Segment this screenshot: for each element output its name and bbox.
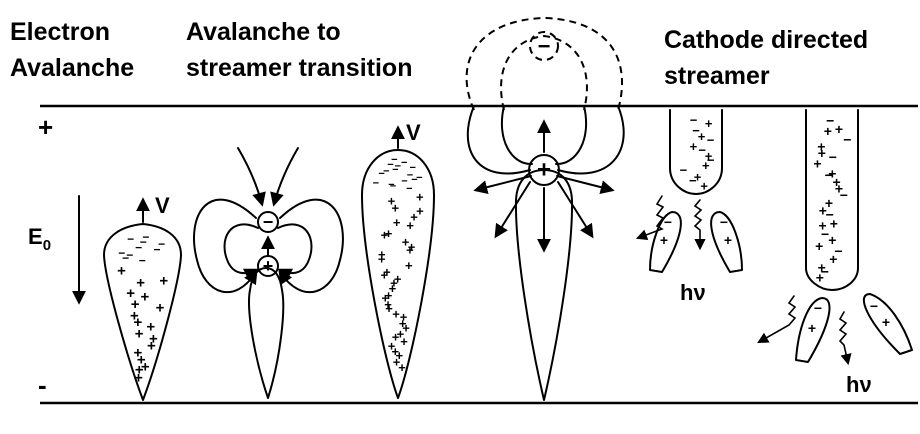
header-cathode-directed: Cathode directed [664, 26, 868, 54]
long-channel-charge-charge: − [843, 131, 851, 147]
transition-positive-charge: + [263, 256, 274, 276]
cathode-sign: - [38, 370, 47, 400]
field-line-top-right [274, 148, 298, 204]
header-streamer-transition: streamer transition [186, 54, 412, 82]
solid-field-right-inner [556, 106, 586, 164]
streamer-velocity-label: V [406, 120, 421, 145]
branch-avalanche-charge: − [720, 214, 728, 230]
e0-field-group: E0 [28, 196, 79, 302]
short-channel-charge-charge: − [680, 162, 688, 177]
avalanche-velocity-label: V [155, 193, 170, 218]
short-photon-down [695, 200, 701, 248]
long-channel-charge-charge: + [815, 238, 823, 254]
long-channel-charge-charge: + [824, 123, 832, 139]
long-photon-left [759, 296, 795, 342]
branch-avalanche-charge: + [808, 320, 816, 336]
streamer-electron-charge: − [378, 168, 384, 180]
transition-figure: − + [194, 148, 343, 398]
anode-positive-charge: + [537, 157, 551, 184]
streamer-ion-charge: + [398, 360, 406, 375]
short-channel-charge-charge: + [705, 116, 713, 131]
streamer-electron-charge: − [373, 177, 379, 189]
dashed-negative-charge: − [538, 34, 551, 59]
long-channel-charge-charge: + [813, 156, 821, 172]
long-photon-down [840, 312, 848, 363]
field-line-top-left [238, 148, 262, 204]
e0-label: E0 [28, 224, 51, 254]
header-streamer: streamer [664, 62, 770, 90]
anode-streamer-figure: − + [467, 18, 624, 400]
branch-avalanche-charge: + [724, 232, 732, 248]
streamer-electron-charge: − [392, 164, 398, 176]
streamer-electron-charge: − [406, 183, 412, 195]
long-photon-label: hν [846, 372, 872, 397]
short-channel-charge-charge: + [700, 179, 708, 194]
avalanche-ion-charge: + [147, 337, 156, 354]
streamer-ion-charge: + [381, 268, 389, 283]
streamer-ion-charge: + [405, 258, 413, 273]
streamer-ion-charge: + [392, 200, 400, 215]
header-electron: Electron [10, 18, 110, 46]
avalanche-ion-charge: + [134, 370, 143, 387]
streamer-ion-charge: + [393, 215, 401, 230]
long-channel-charge-charge: − [829, 149, 837, 165]
avalanche-electron-charge: − [127, 232, 134, 246]
branch-avalanche-charge: − [814, 300, 822, 316]
transition-body [249, 268, 283, 398]
long-channel-charge-charge: + [835, 121, 843, 137]
long-channel-charge-charge: + [816, 270, 824, 286]
avalanche-ion-charge: + [135, 326, 144, 343]
streamer-ion-charge: + [381, 227, 389, 242]
short-channel-charge-charge: − [689, 173, 697, 188]
avalanche-ion-charge: + [141, 289, 150, 306]
branch-avalanche-charge: + [660, 232, 668, 248]
streamer-electron-charge: − [401, 157, 407, 169]
field-line-left-inner [225, 224, 258, 273]
short-channel-charge-charge: + [702, 158, 710, 173]
charge-layer: −−−−−−−−−−++++++++++++++++++−−−−−−−−−−−−… [117, 113, 890, 387]
streamer-ion-charge: + [400, 334, 408, 349]
header-avalanche: Avalanche [10, 54, 134, 82]
anode-sign: + [38, 112, 53, 142]
field-line-right-inner [278, 224, 311, 273]
avalanche-electron-charge: − [139, 254, 146, 268]
header-avalanche-to: Avalanche to [186, 18, 341, 46]
streamer-electron-charge: − [390, 181, 396, 193]
transition-negative-charge: − [263, 212, 274, 232]
avalanche-ion-charge: + [156, 300, 165, 317]
anode-arrow-left [496, 182, 530, 236]
short-channel-charge-charge: − [707, 132, 715, 147]
long-channel-charge-charge: + [830, 215, 838, 231]
avalanche-electron-charge: − [135, 241, 142, 255]
solid-field-right-outer [558, 106, 624, 174]
streamer-ion-charge: + [406, 218, 414, 233]
solid-field-left-outer [468, 106, 530, 174]
long-channel-charge-charge: − [840, 187, 848, 203]
streamer-ion-charge: + [406, 243, 414, 258]
avalanche-ion-charge: + [159, 272, 168, 289]
branch-avalanche-charge: − [870, 298, 878, 314]
anode-arrow-far-right [557, 176, 612, 190]
anode-arrow-right [558, 182, 592, 236]
long-channel-charge-charge: + [829, 251, 837, 267]
anode-arrow-far-left [476, 176, 531, 190]
branch-avalanche-charge: + [882, 314, 890, 330]
avalanche-ion-charge: + [117, 262, 126, 279]
solid-field-left-inner [502, 106, 532, 164]
branch-avalanche-charge: − [664, 214, 672, 230]
avalanche-electron-charge: − [153, 243, 160, 257]
short-photon-label: hν [680, 280, 706, 305]
short-channel-charge-charge: + [690, 139, 698, 154]
streamer-ion-charge: + [416, 190, 424, 205]
